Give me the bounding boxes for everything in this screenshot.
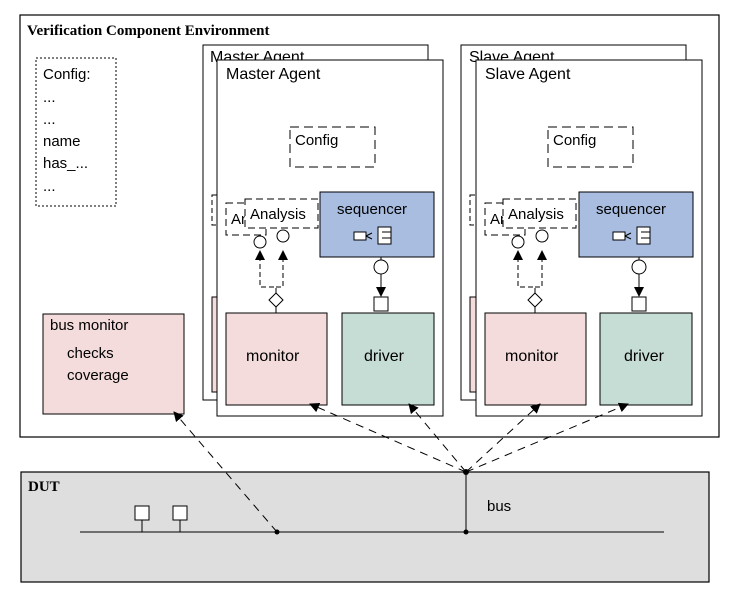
master-driver-box (341, 312, 435, 406)
master-config-box (289, 126, 376, 168)
bus-device-2 (172, 505, 188, 521)
master-analysis-port-1 (253, 235, 267, 249)
master-driver-port (373, 296, 389, 312)
slave-monitor-label: monitor (505, 348, 559, 365)
master-driver-label: driver (364, 348, 405, 365)
master-analysis-label: Analysis (250, 206, 306, 223)
svg-text:has_...: has_... (43, 155, 88, 172)
master-config-label: Config (295, 132, 338, 149)
slave-analysis-label: Analysis (508, 206, 564, 223)
slave-sequencer-box (578, 191, 694, 258)
bus-device-1 (134, 505, 150, 521)
bus-monitor-title: bus monitor (50, 317, 128, 334)
slave-driver-label: driver (624, 348, 665, 365)
svg-text:Config:: Config: (43, 66, 91, 83)
slave-analysis-port-1 (511, 235, 525, 249)
dut-box (20, 471, 710, 583)
svg-text:name: name (43, 133, 81, 150)
env-config-text: Config: ... ... name has_... ... (43, 66, 91, 195)
master-analysis-box (244, 198, 319, 229)
master-sequencer-box (319, 191, 435, 258)
svg-text:...: ... (43, 178, 56, 195)
slave-monitor-box (484, 312, 587, 406)
slave-driver-box (599, 312, 693, 406)
environment-title: Verification Component Environment (27, 23, 270, 39)
slave-sequencer-label: sequencer (596, 201, 666, 218)
master-sequencer-label: sequencer (337, 201, 407, 218)
slave-driver-port (631, 296, 647, 312)
bus-monitor-checks: checks (67, 345, 114, 362)
slave-config-label: Config (553, 132, 596, 149)
master-sequencer-icon (353, 226, 392, 245)
svg-text:...: ... (43, 89, 56, 106)
slave-agent-title: Slave Agent (485, 66, 571, 83)
slave-seq-port (631, 259, 647, 275)
master-agent-title: Master Agent (226, 66, 321, 83)
slave-analysis-port-2 (535, 229, 549, 243)
master-seq-port (373, 259, 389, 275)
bus-monitor-box (42, 313, 185, 415)
master-monitor-label: monitor (246, 348, 300, 365)
master-analysis-port-2 (276, 229, 290, 243)
svg-text:...: ... (43, 111, 56, 128)
bus-monitor-coverage: coverage (67, 367, 129, 384)
slave-analysis-box (502, 198, 577, 229)
env-config-box (35, 57, 117, 207)
bus-connections (173, 402, 629, 533)
slave-sequencer-icon (612, 226, 651, 245)
slave-config-box (547, 126, 634, 168)
dut-title: DUT (28, 479, 60, 495)
master-monitor-box (225, 312, 328, 406)
bus-label: bus (487, 498, 511, 515)
